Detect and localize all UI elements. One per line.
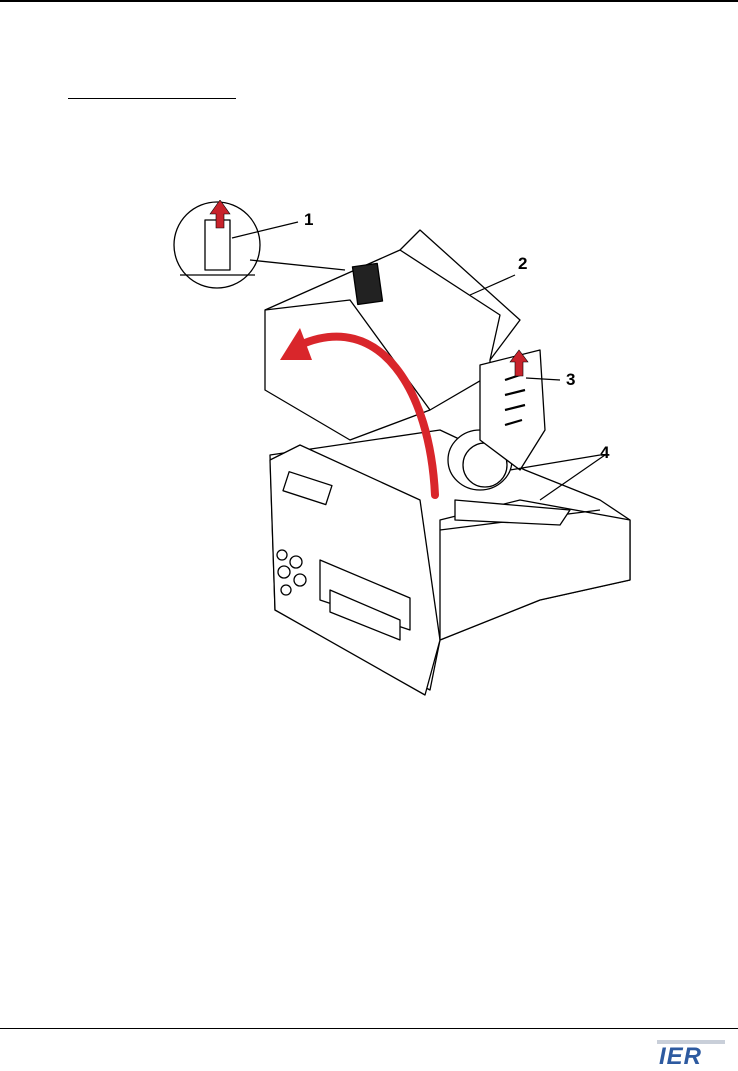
cover-latch (352, 263, 382, 304)
header-rule (0, 0, 738, 2)
callout-3: 3 (566, 370, 575, 390)
footer-rule (0, 1028, 738, 1029)
callout-2: 2 (518, 254, 527, 274)
section-heading-underline (68, 98, 236, 99)
callout-1: 1 (304, 210, 313, 230)
callout-4: 4 (600, 443, 609, 463)
printer-illustration (0, 200, 738, 710)
ier-logo: IER (655, 1040, 727, 1066)
svg-text:IER: IER (659, 1043, 702, 1066)
